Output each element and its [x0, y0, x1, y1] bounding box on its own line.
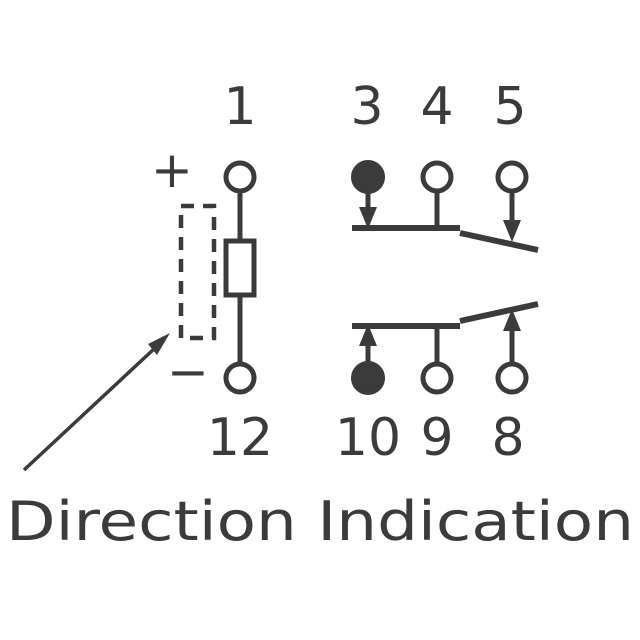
coil-symbol	[223, 238, 257, 298]
pin-5-arrow-down-icon	[503, 220, 521, 242]
pin-4-label: 4	[420, 77, 453, 137]
caption-direction-indication: Direction Indication	[6, 490, 634, 553]
polarity-plus-label: +	[151, 141, 193, 199]
pin-3-arrow-down-icon	[359, 207, 377, 229]
pin-3-label: 3	[350, 77, 383, 137]
pin-5-label: 5	[493, 77, 526, 137]
pin-10-arrow-up-icon	[359, 324, 377, 346]
pin-12-label: 12	[207, 408, 273, 468]
polarity-dashed-box	[178, 203, 217, 341]
polarity-minus-label: −	[167, 343, 209, 401]
pin-1-label: 1	[223, 77, 256, 137]
pin-9-terminal-circle	[420, 361, 454, 395]
pin-5-terminal-circle	[495, 160, 529, 194]
pin-10-label: 10	[335, 408, 401, 468]
bottom-contact-blade	[459, 301, 539, 324]
pin-12-terminal-circle	[223, 361, 257, 395]
pin-10-terminal-circle-filled	[351, 361, 385, 395]
pin-8-arrow-up-icon	[503, 309, 521, 331]
pin-1-terminal-circle	[223, 160, 257, 194]
pin-8-label: 8	[491, 408, 524, 468]
pin-8-terminal-circle	[495, 361, 529, 395]
top-contact-blade	[459, 230, 539, 253]
direction-pointer-arrowhead-icon	[148, 333, 170, 355]
pin-4-terminal-circle	[420, 160, 454, 194]
pin-3-terminal-circle-filled	[351, 160, 385, 194]
pin-9-label: 9	[420, 408, 453, 468]
direction-pointer-line	[22, 346, 157, 472]
